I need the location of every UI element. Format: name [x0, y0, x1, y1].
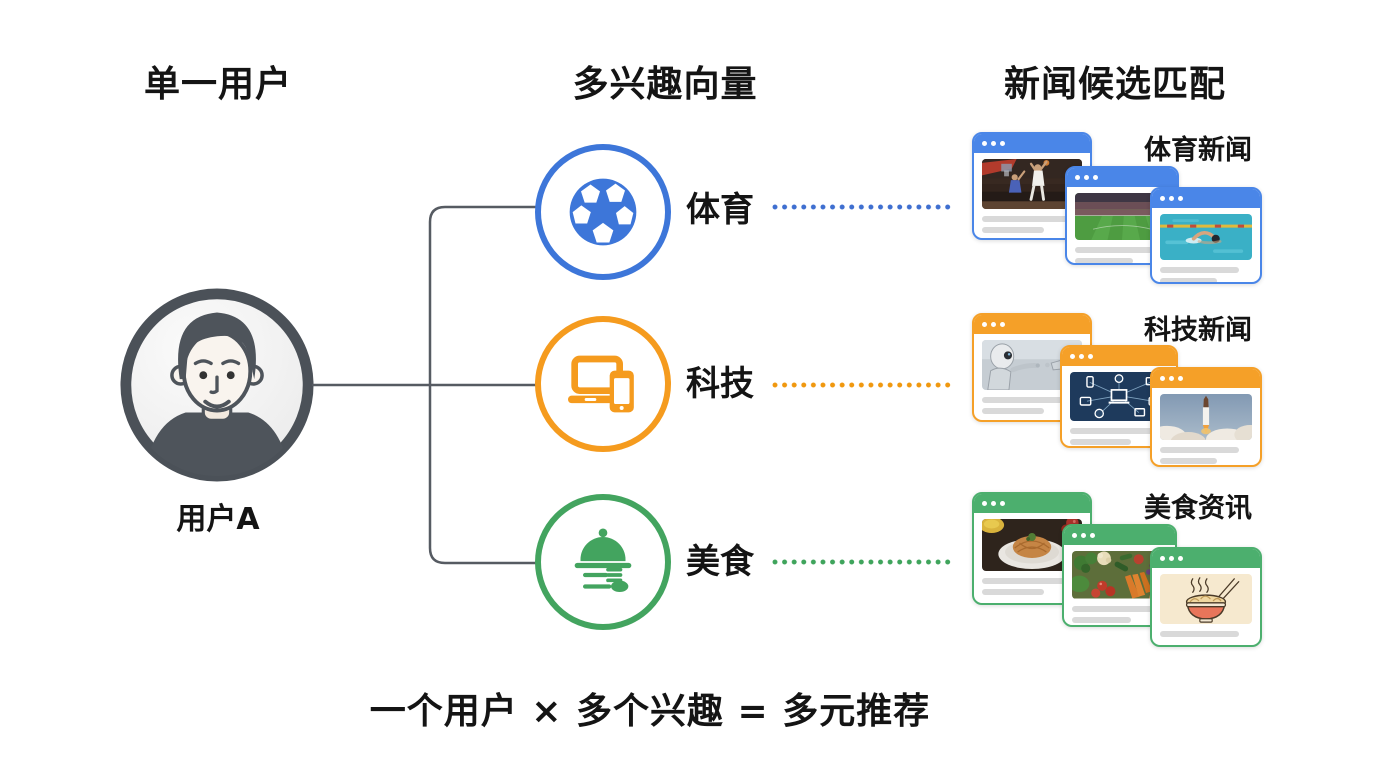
browser-window-dots	[974, 494, 1090, 513]
news-title-food: 美食资讯	[1144, 493, 1252, 524]
browser-window-dots	[1152, 189, 1260, 208]
interest-label-food: 美食	[686, 542, 754, 582]
text-placeholder	[1160, 447, 1240, 453]
interest-circle-tech	[535, 316, 671, 452]
swimmer-photo	[1160, 214, 1252, 260]
middle-column-title: 多兴趣向量	[572, 64, 758, 105]
cloche-cutlery-icon	[574, 528, 632, 592]
soccer-ball-icon	[569, 178, 637, 246]
text-placeholder	[1070, 428, 1155, 434]
news-card	[1150, 547, 1262, 647]
text-placeholder	[1075, 247, 1156, 253]
text-placeholder	[982, 589, 1044, 595]
left-column-title: 单一用户	[143, 64, 292, 105]
news-title-tech: 科技新闻	[1144, 315, 1252, 346]
text-placeholder	[1160, 458, 1218, 464]
interest-label-tech: 科技	[686, 364, 754, 404]
network-photo	[1070, 372, 1168, 421]
news-card	[1150, 187, 1262, 284]
text-placeholder	[982, 397, 1068, 403]
text-placeholder	[1072, 605, 1154, 612]
text-placeholder	[1160, 631, 1240, 637]
browser-window-dots	[1152, 549, 1260, 568]
browser-window-dots	[1067, 168, 1177, 187]
user-avatar	[119, 287, 315, 483]
noodle-bowl-illustration	[1160, 574, 1252, 624]
devices-icon	[568, 355, 634, 413]
browser-window-dots	[974, 315, 1090, 334]
text-placeholder	[1075, 258, 1134, 263]
browser-window-dots	[974, 134, 1090, 153]
interest-label-sports: 体育	[686, 190, 754, 230]
news-card	[1150, 367, 1262, 467]
text-placeholder	[982, 408, 1044, 414]
rocket-photo	[1160, 394, 1252, 440]
text-placeholder	[1070, 439, 1131, 445]
user-label: 用户A	[176, 502, 260, 537]
news-title-sports: 体育新闻	[1144, 135, 1252, 166]
text-placeholder	[982, 216, 1068, 222]
dotted-line-food	[772, 559, 953, 565]
browser-window-dots	[1064, 526, 1175, 545]
right-column-title: 新闻候选匹配	[1003, 64, 1226, 105]
text-placeholder	[982, 578, 1068, 584]
browser-window-dots	[1152, 369, 1260, 388]
interest-circle-sports	[535, 144, 671, 280]
text-placeholder	[982, 227, 1044, 233]
dotted-line-tech	[772, 382, 953, 388]
text-placeholder	[1160, 267, 1240, 273]
news-card	[972, 132, 1092, 240]
connector-lines	[311, 205, 537, 565]
news-card	[1062, 524, 1177, 627]
summary-formula: 一个用户 × 多个兴趣 = 多元推荐	[369, 691, 931, 732]
browser-window-dots	[1062, 347, 1176, 366]
text-placeholder	[1160, 278, 1218, 282]
dotted-line-sports	[772, 204, 953, 210]
interest-circle-food	[535, 494, 671, 630]
text-placeholder	[1072, 616, 1131, 623]
person-icon	[120, 288, 314, 482]
